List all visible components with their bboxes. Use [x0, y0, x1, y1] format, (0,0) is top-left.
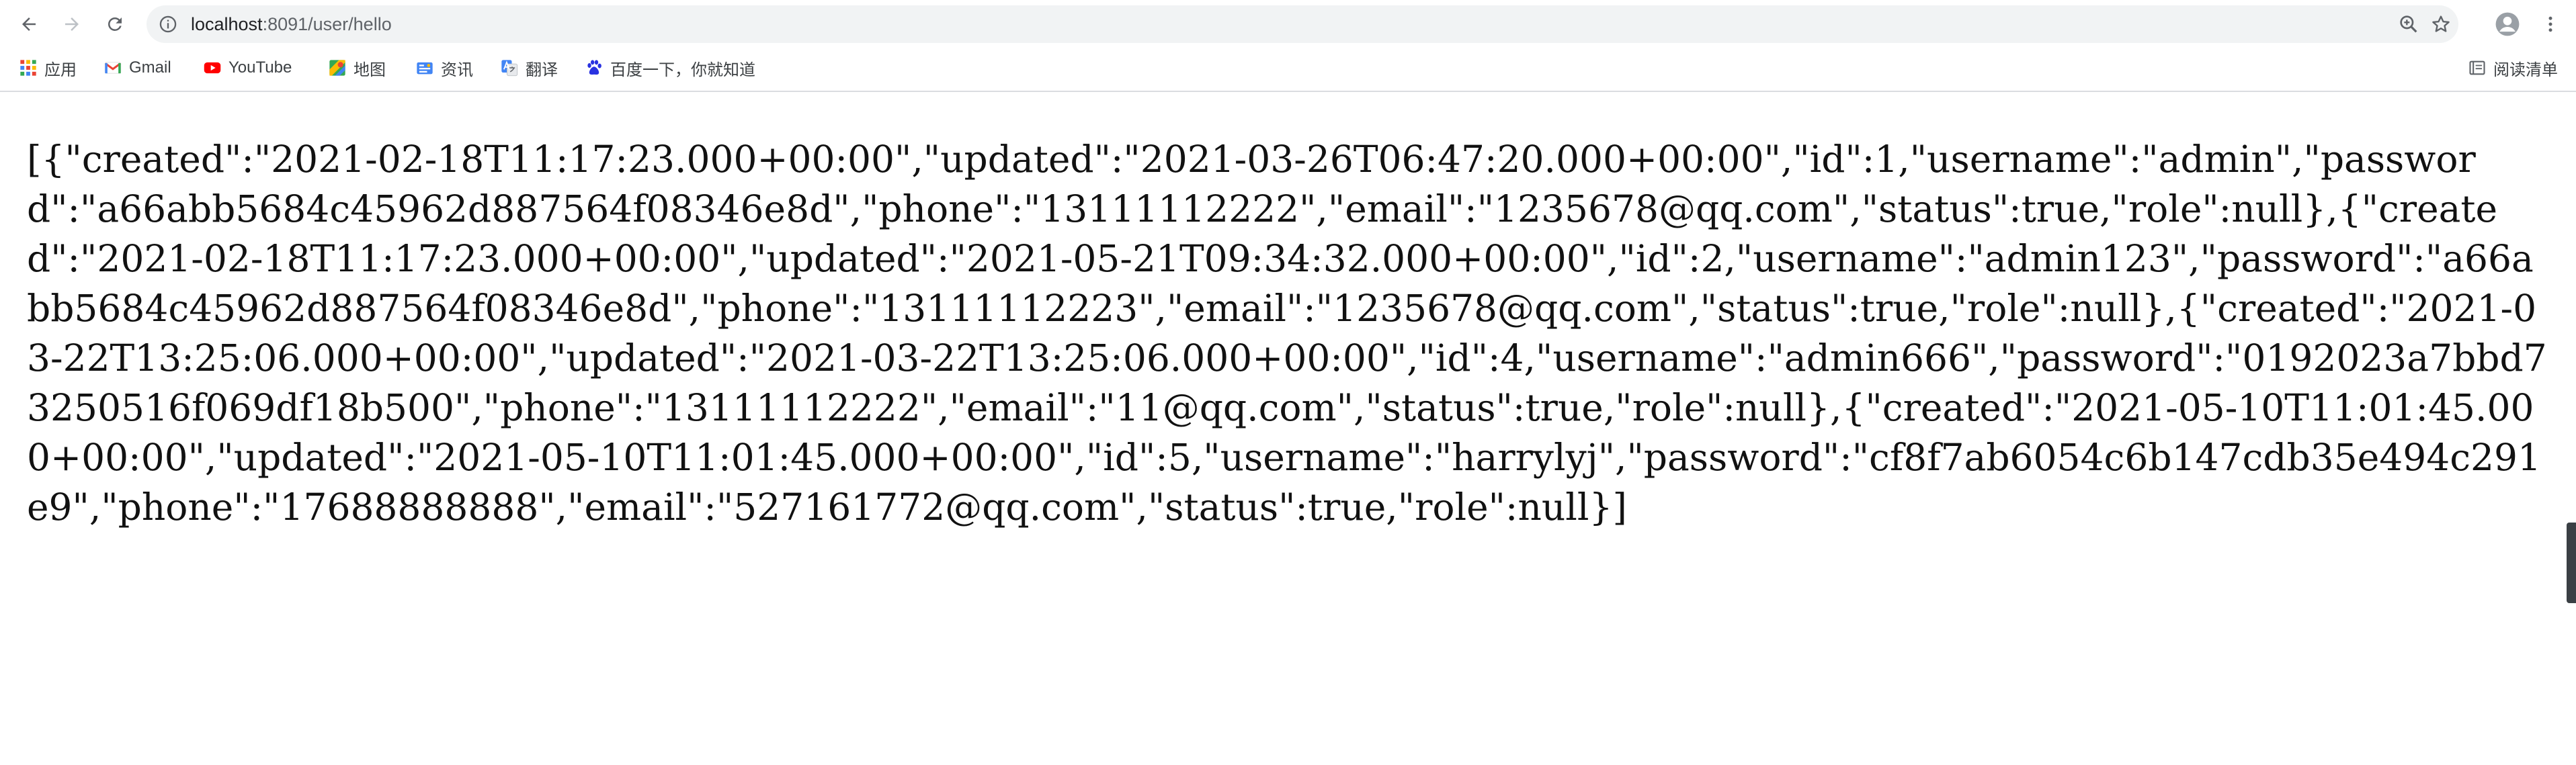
arrow-left-icon	[22, 17, 36, 31]
bookmark-baidu[interactable]: 百度一下，你就知道	[585, 52, 755, 83]
zoom-icon[interactable]	[2398, 13, 2419, 35]
translate-icon	[500, 58, 519, 77]
gmail-icon	[103, 58, 122, 77]
forward-button[interactable]	[55, 7, 89, 41]
bookmark-news[interactable]: 资讯	[415, 52, 473, 83]
bookmark-gmail[interactable]: Gmail	[103, 52, 171, 83]
bookmark-label: YouTube	[228, 58, 292, 77]
menu-button[interactable]	[2534, 7, 2567, 41]
back-button[interactable]	[12, 7, 46, 41]
url-text[interactable]: localhost:8091/user/hello	[191, 5, 392, 43]
reload-button[interactable]	[98, 7, 132, 41]
reading-list-button[interactable]: 阅读清单	[2468, 52, 2558, 83]
youtube-icon	[203, 58, 222, 77]
scrollbar-handle[interactable]	[2567, 523, 2576, 603]
bookmark-label: Gmail	[129, 58, 171, 77]
url-host: localhost	[191, 14, 263, 34]
bookmark-translate[interactable]: 翻译	[500, 52, 558, 83]
bookmark-label: 资讯	[441, 60, 473, 79]
reading-list-icon	[2468, 58, 2487, 77]
profile-button[interactable]	[2491, 7, 2524, 41]
json-response-text: [{"created":"2021-02-18T11:17:23.000+00:…	[27, 138, 2547, 529]
bookmark-label: 地图	[354, 60, 386, 79]
bookmark-maps[interactable]: 地图	[328, 52, 386, 83]
bookmark-label: 翻译	[526, 60, 558, 79]
news-icon	[415, 58, 434, 77]
bookmark-label: 百度一下，你就知道	[610, 60, 755, 79]
reload-icon	[108, 17, 122, 31]
bookmark-apps[interactable]: 应用	[19, 52, 77, 83]
maps-icon	[328, 58, 347, 77]
bookmark-youtube[interactable]: YouTube	[203, 52, 292, 83]
kebab-menu-icon	[2548, 16, 2552, 32]
bookmarks-bar: 应用 Gmail YouTube 地图 资讯	[0, 52, 2576, 83]
profile-icon	[2495, 12, 2520, 36]
arrow-right-icon	[65, 17, 79, 31]
baidu-paw-icon	[585, 58, 604, 77]
star-icon[interactable]	[2430, 13, 2452, 35]
browser-toolbar: localhost:8091/user/hello	[0, 0, 2576, 48]
address-bar[interactable]: localhost:8091/user/hello	[147, 5, 2458, 43]
url-path: :8091/user/hello	[262, 14, 392, 34]
apps-grid-icon	[19, 58, 38, 77]
info-icon[interactable]	[159, 15, 177, 34]
reading-list-label: 阅读清单	[2493, 60, 2558, 79]
bookmark-label: 应用	[44, 60, 77, 79]
browser-chrome: localhost:8091/user/hello 应用	[0, 0, 2576, 92]
